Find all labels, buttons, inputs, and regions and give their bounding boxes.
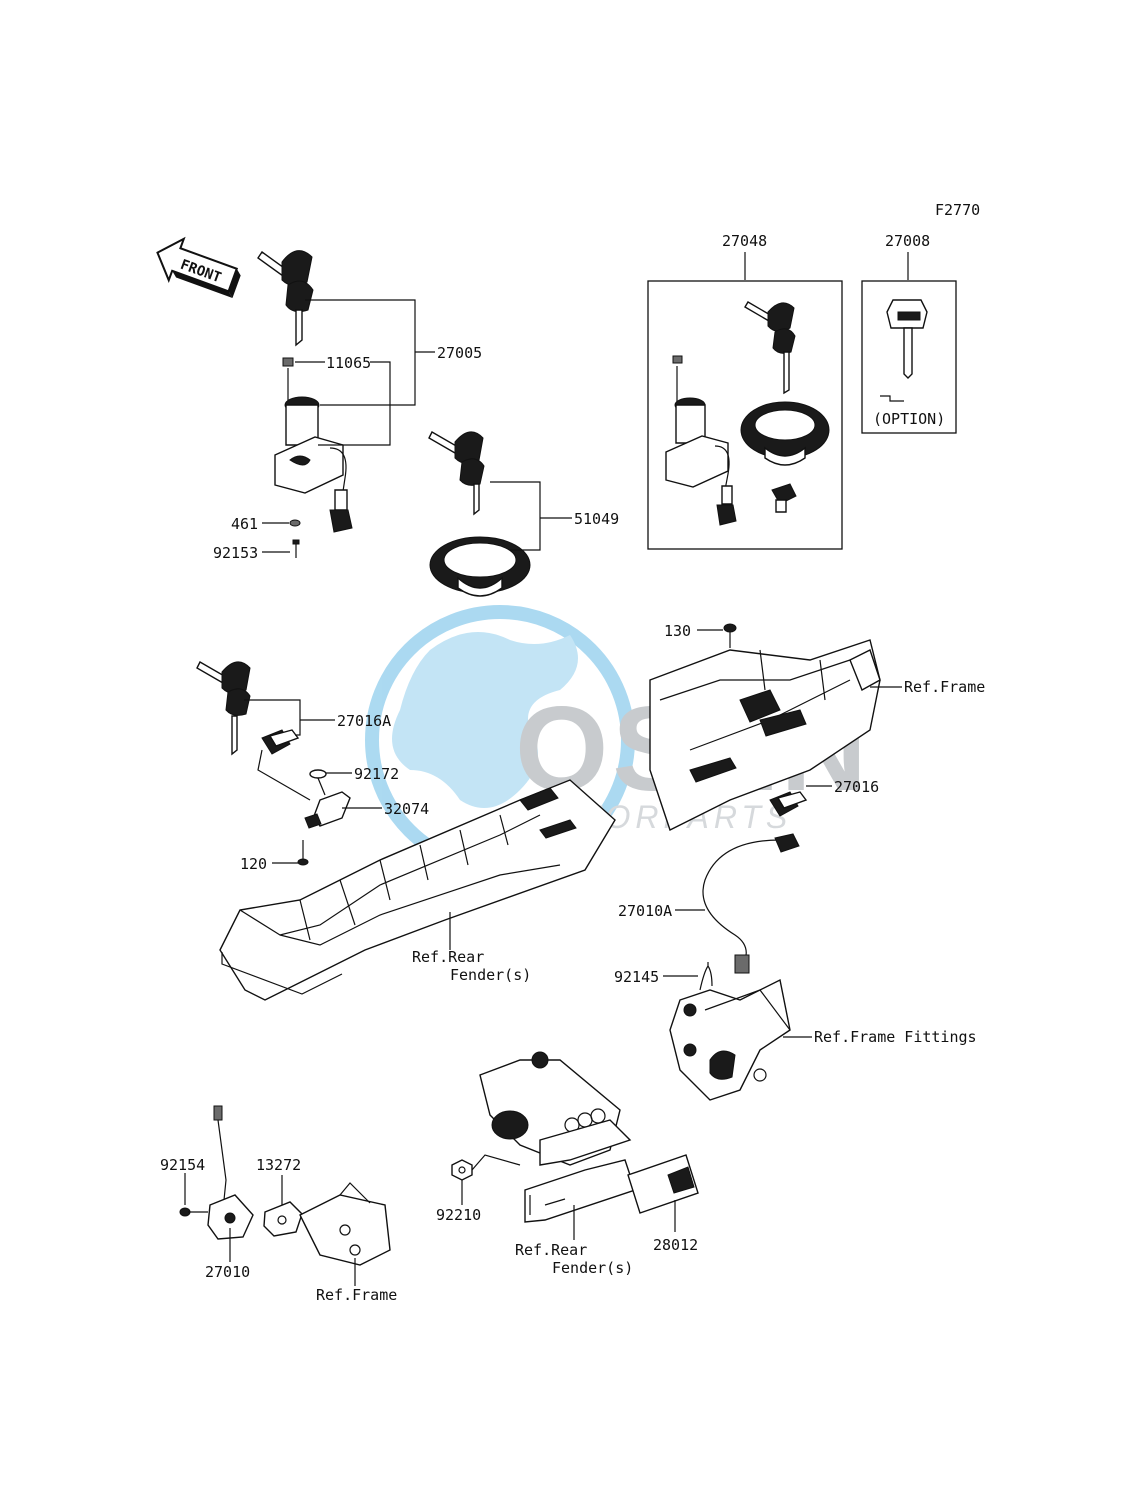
label-130: 130 <box>664 622 691 640</box>
label-27010A: 27010A <box>618 902 672 920</box>
label-13272: 13272 <box>256 1156 301 1174</box>
label-ref-frame-fittings: Ref.Frame Fittings <box>814 1028 977 1046</box>
screw-92172 <box>309 769 327 796</box>
key-51049 <box>428 431 485 516</box>
key-27008 <box>880 299 928 402</box>
label-28012: 28012 <box>653 1236 698 1254</box>
key-27005 <box>257 250 314 347</box>
label-51049: 51049 <box>574 510 619 528</box>
part-461 <box>289 519 301 527</box>
label-92145: 92145 <box>614 968 659 986</box>
cable-27010A <box>702 833 800 974</box>
part-92153 <box>292 539 300 558</box>
key-set-27048 <box>665 301 830 526</box>
part-13272 <box>263 1201 303 1237</box>
box-27048 <box>647 280 843 550</box>
fuel-cap <box>429 536 531 597</box>
ignition-switch <box>274 357 353 533</box>
label-120: 120 <box>240 855 267 873</box>
nut-92210 <box>451 1159 473 1181</box>
screw-130 <box>723 623 737 648</box>
cable-27010 <box>213 1105 227 1201</box>
watermark-continents <box>392 632 578 808</box>
box-27008 <box>861 280 957 434</box>
key-27016A <box>196 661 251 756</box>
seat-lock-27016 <box>769 791 808 817</box>
spring-92145 <box>699 962 713 991</box>
label-ref-rear-fender-1a: Ref.Rear <box>412 948 484 966</box>
label-27005: 27005 <box>437 344 482 362</box>
frame-fittings <box>669 978 791 1101</box>
seat-lock <box>261 729 300 755</box>
label-32074: 32074 <box>384 800 429 818</box>
license-bracket <box>479 1051 636 1223</box>
label-27008: 27008 <box>885 232 930 250</box>
label-92172: 92172 <box>354 765 399 783</box>
leader-51049 <box>490 481 541 551</box>
rear-fender <box>219 779 616 1001</box>
bracket-32074 <box>304 791 351 829</box>
label-92210: 92210 <box>436 1206 481 1224</box>
label-ref-frame-2: Ref.Frame <box>316 1286 397 1304</box>
leader-27016A <box>244 699 301 736</box>
reflector-28012 <box>627 1154 699 1214</box>
label-option: (OPTION) <box>873 410 945 428</box>
leader-27005 <box>305 299 416 406</box>
front-arrow-icon: FRONT <box>156 236 241 299</box>
frame-bracket <box>299 1182 391 1266</box>
label-92153: 92153 <box>213 544 258 562</box>
label-27016: 27016 <box>834 778 879 796</box>
label-461: 461 <box>231 515 258 533</box>
label-11065: 11065 <box>326 354 371 372</box>
label-ref-rear-fender-1b: Fender(s) <box>450 966 531 984</box>
screw-120 <box>297 840 309 866</box>
label-ref-rear-fender-2b: Fender(s) <box>552 1259 633 1277</box>
label-ref-rear-fender-2a: Ref.Rear <box>515 1241 587 1259</box>
label-27048: 27048 <box>722 232 767 250</box>
label-27010: 27010 <box>205 1263 250 1281</box>
label-27016A: 27016A <box>337 712 391 730</box>
label-ref-frame-1: Ref.Frame <box>904 678 985 696</box>
rear-frame <box>649 639 881 831</box>
figure-code: F2770 <box>935 201 980 219</box>
lock-27010 <box>207 1194 254 1240</box>
label-92154: 92154 <box>160 1156 205 1174</box>
screw-92154 <box>179 1207 208 1217</box>
